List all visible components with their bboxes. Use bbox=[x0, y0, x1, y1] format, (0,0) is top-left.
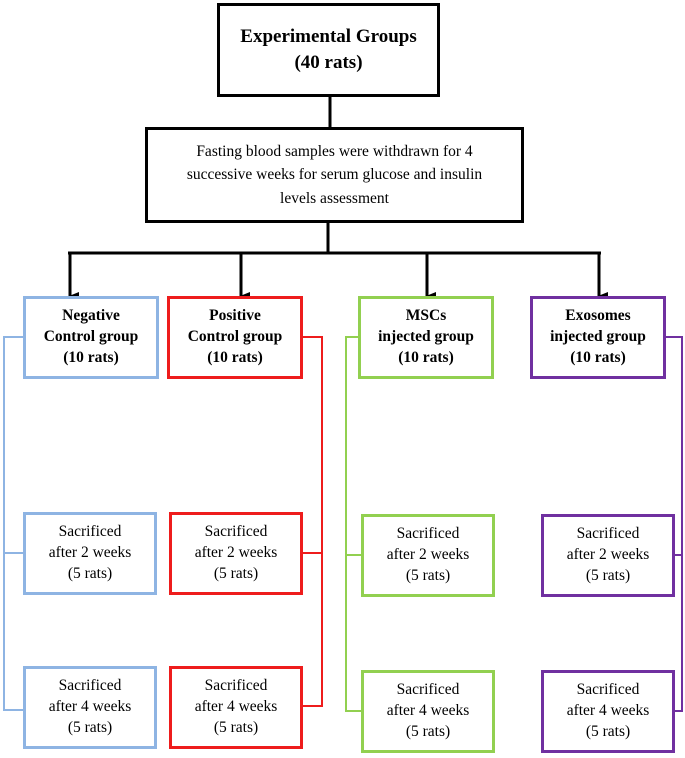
group-count: (10 rats) bbox=[63, 348, 119, 366]
negative-control-group-box: Negative Control group (10 rats) bbox=[23, 296, 159, 379]
group-name-line-1: Exosomes bbox=[565, 307, 631, 325]
sacrificed-time: after 4 weeks bbox=[48, 698, 132, 716]
group-name-line-2: Control group bbox=[43, 328, 139, 346]
bracket-negative bbox=[3, 336, 23, 711]
negative-sacrificed-4-weeks-box: Sacrificed after 4 weeks (5 rats) bbox=[23, 666, 157, 749]
positive-sacrificed-2-weeks-box: Sacrificed after 2 weeks (5 rats) bbox=[169, 512, 303, 595]
positive-sacrificed-4-weeks-box: Sacrificed after 4 weeks (5 rats) bbox=[169, 666, 303, 749]
experimental-groups-box: Experimental Groups (40 rats) bbox=[217, 3, 440, 97]
sacrificed-label: Sacrificed bbox=[576, 681, 640, 699]
sacrificed-time: after 4 weeks bbox=[194, 698, 278, 716]
blood-sampling-line-1: Fasting blood samples were withdrawn for… bbox=[196, 143, 473, 161]
sacrificed-time: after 2 weeks bbox=[48, 544, 132, 562]
sacrificed-label: Sacrificed bbox=[204, 677, 268, 695]
group-count: (10 rats) bbox=[570, 348, 626, 366]
negative-sacrificed-2-weeks-box: Sacrificed after 2 weeks (5 rats) bbox=[23, 512, 157, 595]
blood-sampling-box: Fasting blood samples were withdrawn for… bbox=[145, 127, 524, 223]
group-name-line-1: Positive bbox=[209, 307, 261, 325]
sacrificed-label: Sacrificed bbox=[576, 525, 640, 543]
group-name-line-2: injected group bbox=[550, 328, 646, 346]
group-name-line-1: MSCs bbox=[405, 307, 447, 325]
group-name-line-2: injected group bbox=[378, 328, 474, 346]
sacrificed-count: (5 rats) bbox=[405, 566, 451, 584]
mscs-injected-group-box: MSCs injected group (10 rats) bbox=[358, 296, 494, 379]
exosomes-sacrificed-2-weeks-box: Sacrificed after 2 weeks (5 rats) bbox=[541, 514, 675, 597]
group-count: (10 rats) bbox=[207, 348, 263, 366]
exosomes-sacrificed-4-weeks-box: Sacrificed after 4 weeks (5 rats) bbox=[541, 670, 675, 753]
sacrificed-count: (5 rats) bbox=[213, 564, 259, 582]
sacrificed-count: (5 rats) bbox=[585, 566, 631, 584]
positive-control-group-box: Positive Control group (10 rats) bbox=[167, 296, 303, 379]
sacrificed-time: after 2 weeks bbox=[386, 546, 470, 564]
blood-sampling-line-2: successive weeks for serum glucose and i… bbox=[186, 166, 483, 184]
experimental-groups-title: Experimental Groups bbox=[240, 26, 417, 48]
mscs-sacrificed-4-weeks-box: Sacrificed after 4 weeks (5 rats) bbox=[361, 670, 495, 753]
sacrificed-time: after 2 weeks bbox=[566, 546, 650, 564]
exosomes-injected-group-box: Exosomes injected group (10 rats) bbox=[530, 296, 666, 379]
sacrificed-count: (5 rats) bbox=[67, 564, 113, 582]
sacrificed-count: (5 rats) bbox=[67, 718, 113, 736]
bracket-exosomes bbox=[666, 336, 683, 712]
sacrificed-count: (5 rats) bbox=[213, 718, 259, 736]
group-name-line-2: Control group bbox=[187, 328, 283, 346]
group-count: (10 rats) bbox=[398, 348, 454, 366]
sacrificed-label: Sacrificed bbox=[396, 681, 460, 699]
sacrificed-count: (5 rats) bbox=[585, 722, 631, 740]
sacrificed-time: after 2 weeks bbox=[194, 544, 278, 562]
sacrificed-label: Sacrificed bbox=[58, 677, 122, 695]
sacrificed-time: after 4 weeks bbox=[566, 702, 650, 720]
bracket-positive bbox=[303, 336, 323, 707]
experimental-groups-count: (40 rats) bbox=[294, 52, 363, 73]
sacrificed-label: Sacrificed bbox=[396, 525, 460, 543]
bracket-mscs bbox=[345, 336, 361, 712]
mscs-sacrificed-2-weeks-box: Sacrificed after 2 weeks (5 rats) bbox=[361, 514, 495, 597]
blood-sampling-line-3: levels assessment bbox=[280, 189, 389, 207]
sacrificed-label: Sacrificed bbox=[204, 523, 268, 541]
sacrificed-time: after 4 weeks bbox=[386, 702, 470, 720]
sacrificed-label: Sacrificed bbox=[58, 523, 122, 541]
sacrificed-count: (5 rats) bbox=[405, 722, 451, 740]
group-name-line-1: Negative bbox=[62, 307, 120, 325]
